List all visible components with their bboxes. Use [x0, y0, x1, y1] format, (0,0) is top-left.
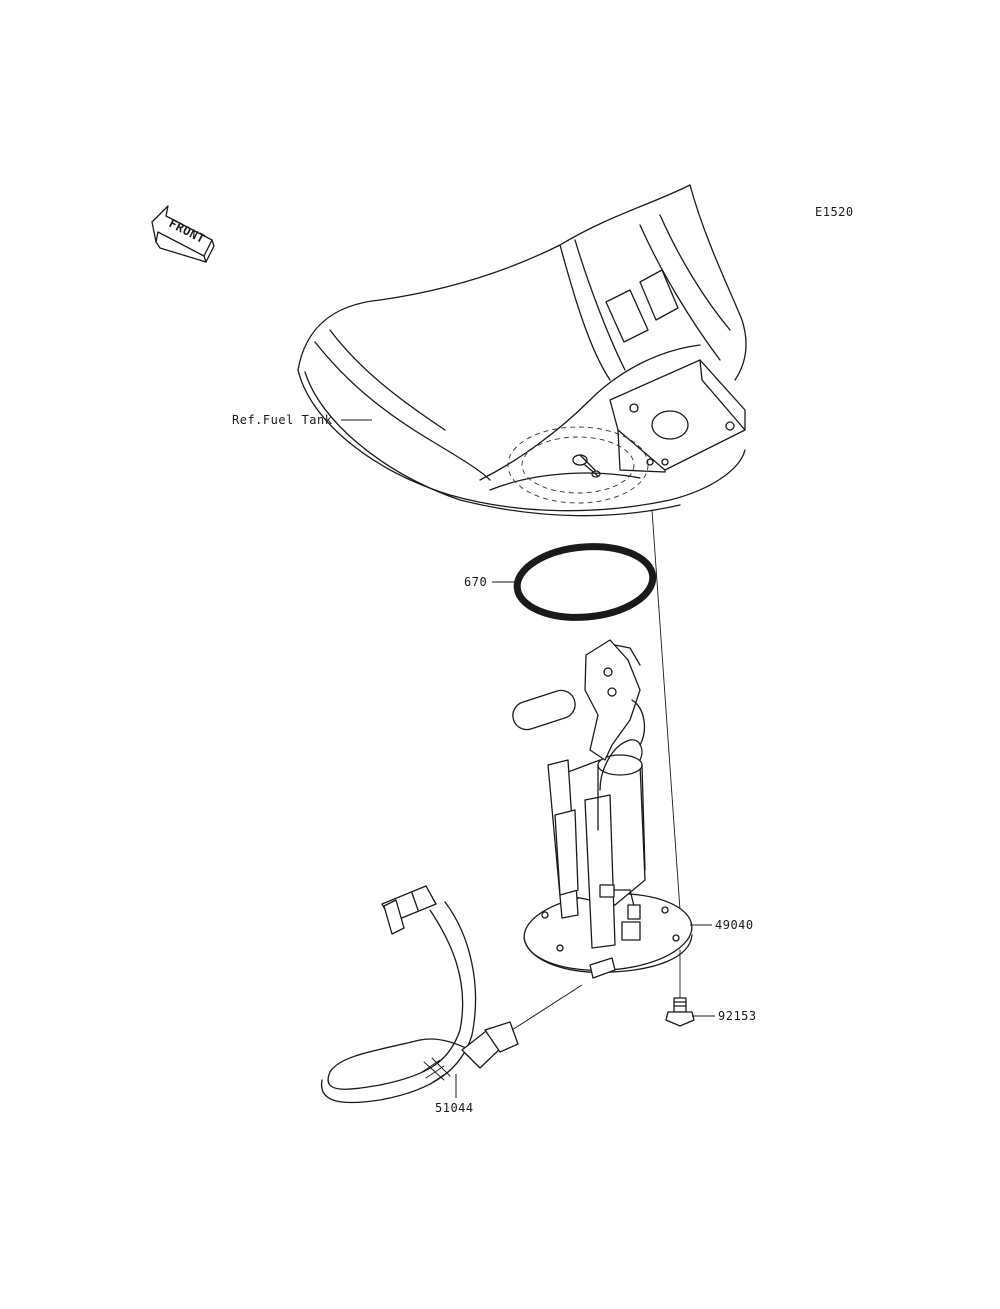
callout-hose: 51044 — [435, 1101, 474, 1115]
fuel-hose — [320, 885, 519, 1104]
fuel-tank — [297, 184, 747, 517]
callout-gasket: 670 — [464, 575, 487, 589]
callout-bolt: 92153 — [718, 1009, 757, 1023]
bolt — [665, 997, 695, 1027]
callout-fuel-pump: 49040 — [715, 918, 754, 932]
front-arrow-icon: FRONT — [151, 205, 215, 263]
diagram-code: E1520 — [815, 205, 854, 219]
fuel-pump-assembly — [512, 639, 693, 979]
gasket-ring — [513, 543, 657, 621]
alignment-line — [651, 509, 681, 911]
callout-fuel-tank: Ref.Fuel Tank — [232, 413, 333, 427]
